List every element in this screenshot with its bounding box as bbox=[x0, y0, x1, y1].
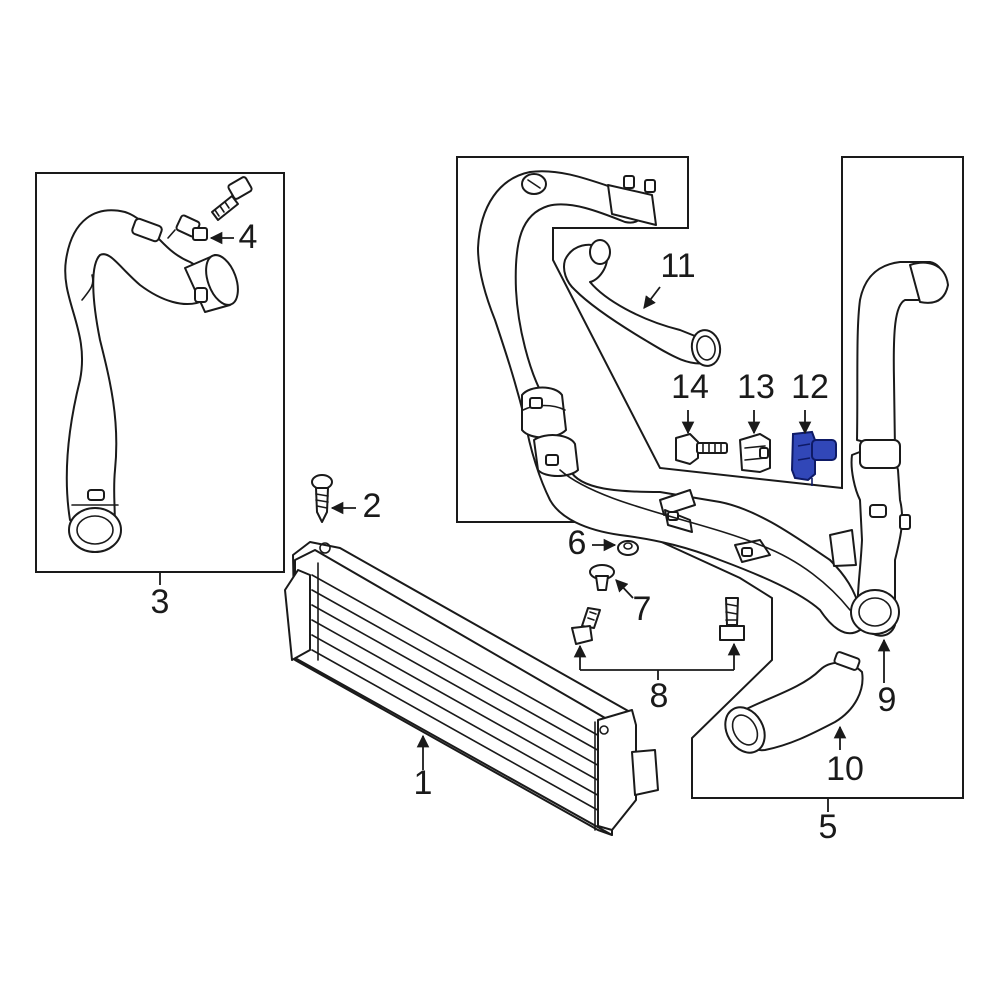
part-7-clip[interactable] bbox=[589, 564, 615, 591]
group-box-5 bbox=[456, 156, 964, 812]
callout-5: 5 bbox=[819, 808, 838, 846]
part-10-hose[interactable] bbox=[717, 651, 864, 760]
callout-8: 8 bbox=[650, 677, 669, 715]
part-11-hose[interactable] bbox=[563, 239, 723, 368]
part-9-charge-tube[interactable] bbox=[829, 261, 949, 637]
callout-2: 2 bbox=[363, 487, 382, 525]
callout-7: 7 bbox=[633, 590, 652, 628]
part-3-intake-hose[interactable] bbox=[64, 209, 244, 553]
callout-9: 9 bbox=[878, 681, 897, 719]
part-4-sensor[interactable] bbox=[167, 214, 208, 241]
part-8-bolt-right[interactable] bbox=[719, 597, 745, 641]
callout-4: 4 bbox=[239, 218, 258, 256]
group-box-3 bbox=[35, 172, 285, 585]
callout-1: 1 bbox=[414, 764, 433, 802]
part-14-bolt[interactable] bbox=[675, 433, 728, 465]
callout-14: 14 bbox=[671, 368, 709, 406]
callout-6: 6 bbox=[568, 524, 587, 562]
part-13-clip[interactable] bbox=[739, 433, 771, 473]
callout-12: 12 bbox=[791, 368, 829, 406]
callout-10: 10 bbox=[826, 750, 864, 788]
callout-11: 11 bbox=[660, 247, 695, 285]
part-6-grommet[interactable] bbox=[617, 540, 639, 556]
part-8-bolt-left[interactable] bbox=[571, 607, 601, 645]
part-1-intercooler[interactable] bbox=[284, 541, 659, 836]
part-12-sensor-highlighted[interactable] bbox=[790, 430, 837, 486]
part-2-screw[interactable] bbox=[311, 474, 333, 523]
callout-3: 3 bbox=[151, 583, 170, 621]
part-5-charge-pipe[interactable] bbox=[477, 170, 861, 635]
part-4-bolt[interactable] bbox=[211, 176, 253, 221]
callout-13: 13 bbox=[737, 368, 775, 406]
